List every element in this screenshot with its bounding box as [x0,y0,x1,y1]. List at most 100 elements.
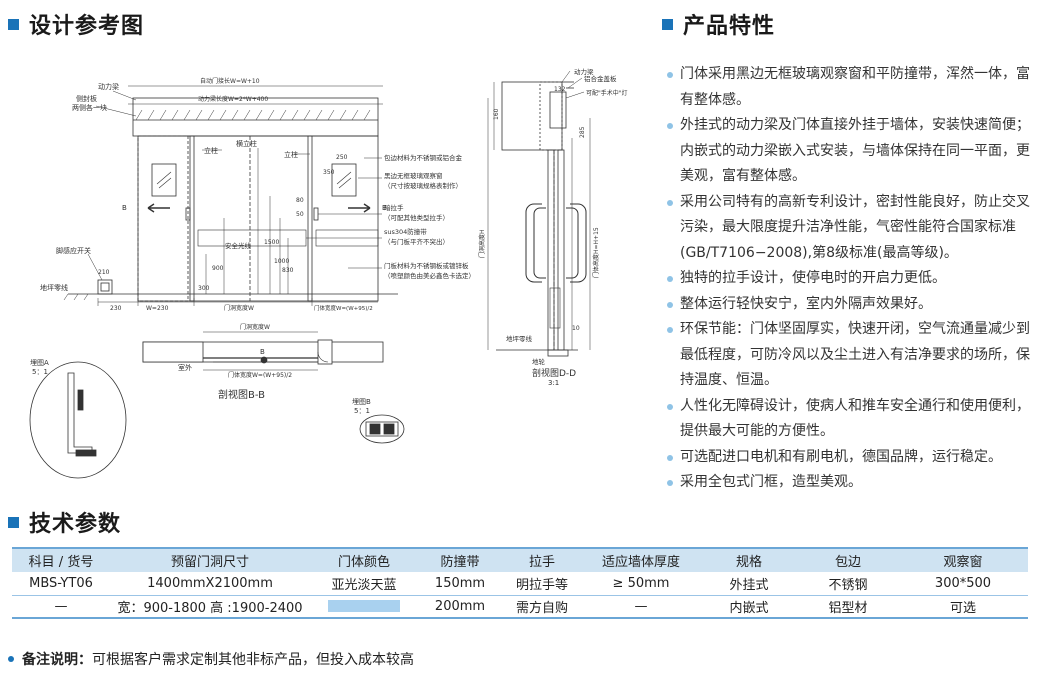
label-section-dd-scale: 3:1 [548,379,559,387]
feature-item: 独特的拉手设计，使停电时的开启力更低。 [664,266,1036,292]
spec-table: 科目 / 货号 预留门洞尺寸 门体颜色 防撞带 拉手 适应墙体厚度 规格 包边 … [12,547,1028,619]
label-beam-len: 动力梁长度W [198,95,234,103]
label-beam-len-val: =2*W+400 [234,96,268,103]
feature-item: 人性化无障碍设计，使病人和推车安全通行和使用便利，提供最大可能的方便性。 [664,394,1036,445]
table-cell: 内嵌式 [700,595,798,619]
remark-note: 备注说明： 可根据客户需求定制其他非标产品，但投入成本较高 [8,649,414,669]
label-auto-len: 自动门接长W [200,77,236,85]
label-dd-rail: 地轮 [532,357,546,366]
note-label: 备注说明： [22,652,92,668]
label-dim-w2: W=230 [146,305,169,312]
label-cross-col: 横立柱 [236,139,257,148]
label-b-mark: B [260,348,265,356]
label-d350: 350 [323,169,335,176]
label-power-beam: 动力梁 [98,82,119,91]
label-d250: 250 [336,154,348,161]
label-bb-door: 门体宽度W=(W+95)/2 [228,371,292,379]
section-header-features: 产品特性 [662,8,775,40]
table-header-cell: 科目 / 货号 [12,547,110,572]
color-swatch [328,600,400,613]
label-window-2: （尺寸按玻璃规格表制作） [384,181,462,190]
label-dd-160: 160 [493,108,500,120]
table-header-cell: 适应墙体厚度 [582,547,700,572]
label-bb-open: 门洞宽度W [240,323,270,331]
label-detail-a: 埋图A [30,358,49,367]
label-guard-1: sus304防撞带 [384,227,427,236]
label-panel-2: （喷塑颜色由美必鑫色卡选定） [384,271,475,280]
table-cell: 宽：900-1800 高 :1900-2400 [110,595,310,619]
feature-list: 门体采用黑边无框玻璃观察窗和平防撞带，浑然一体，富有整体感。 外挂式的动力梁及门… [664,62,1036,496]
power-beam-shape [132,97,379,137]
label-d80: 80 [296,197,304,204]
note-text: 可根据客户需求定制其他非标产品，但投入成本较高 [92,652,414,668]
label-d300: 300 [198,285,210,292]
section-header-design: 设计参考图 [8,8,144,40]
table-cell: ≥ 50mm [582,572,700,596]
table-cell: 外挂式 [700,572,798,596]
label-auto-len-suffix: +10 [247,78,260,85]
section-title-features: 产品特性 [683,14,776,39]
label-outdoor: 室外 [178,363,192,372]
label-side-plate-2: 两侧各一块 [72,103,107,112]
label-foot-switch: 脚感应开关 [56,246,91,255]
label-handle-1: 暗拉手 [384,203,404,212]
label-edge-material: 包边材料为不锈钢或铝合金 [384,153,463,162]
label-d900: 900 [212,265,224,272]
label-dd-132: 132 [554,86,566,93]
table-row: MBS-YT06 1400mmX2100mm 亚光淡天蓝 150mm 明拉手等 … [12,572,1028,596]
label-d210: 210 [98,269,110,276]
table-header-cell: 拉手 [502,547,582,572]
label-detail-a-scale: 5：1 [32,368,48,376]
label-auto-len-val: =W [236,78,247,85]
label-dim-open: 门洞宽度W [224,304,254,312]
feature-item: 外挂式的动力梁及门体直接外挂于墙体，安装快速简便；内嵌式的动力梁嵌入式安装，与墙… [664,113,1036,190]
drawing-svg: 动力梁 侧封板 两侧各一块 自动门接长W=W+10 动力梁长度W=2*W+400… [29,67,628,479]
label-dd-ground: 地坪零线 [506,334,533,343]
label-d830: 830 [282,267,294,274]
label-ground-line: 地坪零线 [40,283,68,292]
table-cell: 亚光淡天蓝 [310,572,418,596]
label-dim-doorw: 门体宽度W=(W+95)/2 [314,304,373,312]
table-cell: 300*500 [898,572,1028,596]
label-d1500: 1500 [264,239,279,246]
table-header-cell: 防撞带 [418,547,502,572]
label-dd-10: 10 [572,325,580,332]
table-cell: 铝型材 [798,595,898,619]
label-panel-1: 门板材料为不锈钢板或镀锌板 [384,261,469,270]
table-header-cell: 规格 [700,547,798,572]
feature-item: 整体运行轻快安宁，室内外隔声效果好。 [664,292,1036,318]
svg-text:自动门接长W=W+10: 自动门接长W=W+10 [200,77,260,85]
table-header-cell: 预留门洞尺寸 [110,547,310,572]
label-b-right: B [382,204,387,212]
feature-item: 可选配进口电机和有刷电机，德国品牌，运行稳定。 [664,445,1036,471]
table-cell: — [582,595,700,619]
table-cell: 不锈钢 [798,572,898,596]
label-guard-2: （与门板平齐不突出） [384,237,449,246]
feature-item: 采用公司特有的高新专利设计，密封性能良好，防止交叉污染，最大限度提升洁净性能，气… [664,190,1036,267]
table-row: — 宽：900-1800 高 :1900-2400 200mm 需方自购 — 内… [12,595,1028,619]
table-cell: MBS-YT06 [12,572,110,596]
table-cell [310,595,418,619]
label-handle-2: （可配其他类型拉手） [384,213,449,222]
section-bullet-icon [662,18,673,30]
label-dd-beam: 动力梁 [574,67,594,76]
label-section-dd: 剖视图D-D [532,367,576,379]
label-upright-left: 立柱 [204,146,218,155]
table-cell: 可选 [898,595,1028,619]
table-cell: 需方自购 [502,595,582,619]
table-header-cell: 观察窗 [898,547,1028,572]
table-cell: 200mm [418,595,502,619]
label-detail-b: 埋图B [352,397,371,406]
label-dd-body-h: 门体高度H=H+15 [592,227,600,278]
table-header-cell: 包边 [798,547,898,572]
bullet-icon [8,656,14,662]
label-section-bb: 剖视图B-B [218,388,265,401]
label-d230: 230 [110,305,122,312]
design-drawing: 动力梁 侧封板 两侧各一块 自动门接长W=W+10 动力梁长度W=2*W+400… [18,58,658,488]
section-title-specs: 技术参数 [29,512,122,537]
label-window-1: 黑边无框玻璃观察窗 [384,171,443,180]
table-header-cell: 门体颜色 [310,547,418,572]
label-dd-alu: 铝合金盖板 [584,74,617,83]
label-upright-right: 立柱 [284,150,298,159]
label-detail-b-scale: 5：1 [354,407,370,415]
